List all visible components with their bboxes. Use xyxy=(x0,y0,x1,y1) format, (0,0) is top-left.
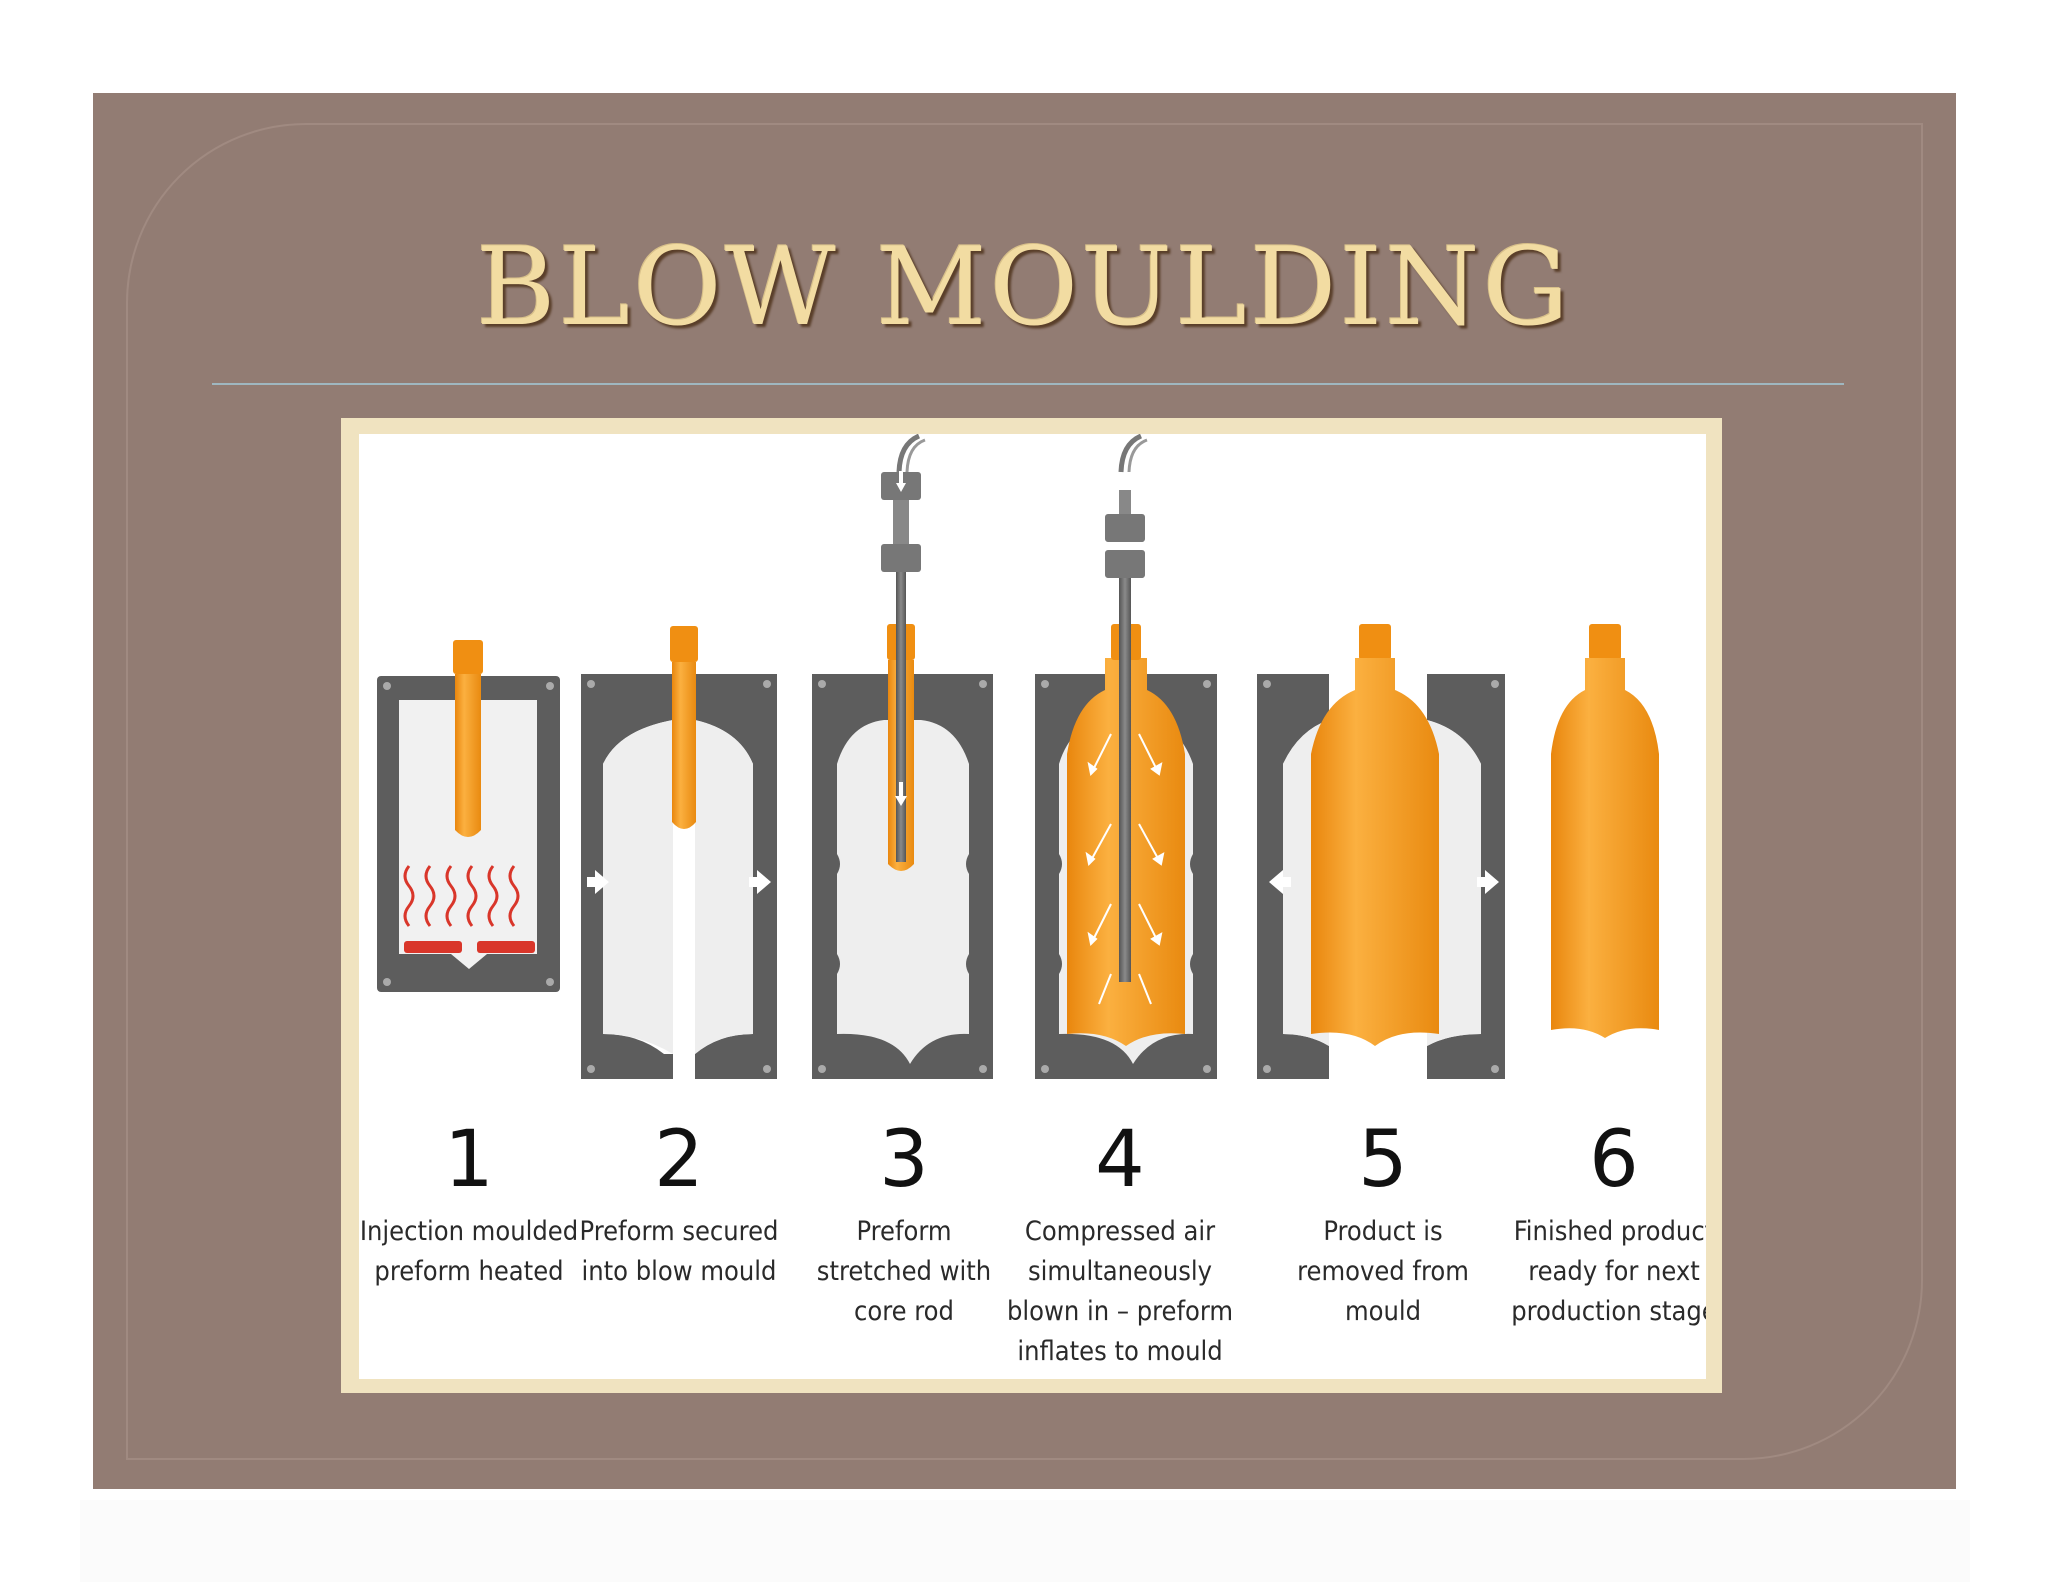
air-flow-arrows-icon xyxy=(1085,733,1165,1005)
arrow-down-icon xyxy=(895,782,907,806)
step-1-caption-line: Injection moulded xyxy=(360,1216,578,1247)
step-5-caption-line: Product is xyxy=(1323,1216,1442,1247)
arrow-right-icon xyxy=(587,870,609,894)
title-divider xyxy=(212,383,1844,385)
heater-icon xyxy=(477,941,535,953)
step-2-caption-line: Preform secured xyxy=(580,1216,779,1247)
step-3-number: 3 xyxy=(879,1115,929,1205)
step-4-number: 4 xyxy=(1095,1115,1145,1205)
air-hose-icon xyxy=(1118,434,1143,473)
step-3-caption-line: stretched with xyxy=(817,1256,991,1287)
step-5-caption-line: mould xyxy=(1345,1296,1421,1327)
step-3-caption-line: core rod xyxy=(854,1296,954,1327)
core-rod-icon xyxy=(1119,578,1131,982)
step-5-number: 5 xyxy=(1358,1115,1408,1205)
arrow-left-icon xyxy=(1269,870,1291,894)
finished-bottle-icon xyxy=(1589,624,1621,660)
arrow-left-icon xyxy=(749,870,771,894)
air-hose-icon xyxy=(896,434,921,473)
step-4-caption-line: inflates to mould xyxy=(1017,1336,1222,1367)
step-6-caption-line: ready for next xyxy=(1528,1256,1700,1287)
preform-icon xyxy=(453,640,483,674)
step-6-number: 6 xyxy=(1589,1115,1639,1205)
rod-clamp-icon xyxy=(1105,514,1145,542)
step-4-illustration xyxy=(1035,434,1217,1079)
step-5-caption-line: removed from xyxy=(1297,1256,1469,1287)
step-3-caption-line: Preform xyxy=(856,1216,951,1247)
core-rod-icon xyxy=(896,572,906,862)
step-labels: 1 Injection moulded preform heated 2 Pre… xyxy=(360,1115,1706,1367)
step-6-caption-line: Finished product xyxy=(1514,1216,1706,1247)
slide-title: BLOW MOULDING xyxy=(476,225,1572,350)
step-6-caption-line: production stage xyxy=(1511,1296,1706,1327)
step-1-illustration xyxy=(377,640,560,992)
arrow-right-icon xyxy=(1477,870,1499,894)
step-4-caption-line: blown in – preform xyxy=(1007,1296,1233,1327)
step-2-number: 2 xyxy=(654,1115,704,1205)
step-4-caption-line: Compressed air xyxy=(1025,1216,1215,1247)
slide-inner-frame xyxy=(126,123,1923,1460)
heater-icon xyxy=(404,941,462,953)
step-2-caption-line: into blow mould xyxy=(582,1256,777,1287)
step-6-illustration xyxy=(1551,624,1659,1038)
preform-icon xyxy=(670,626,698,662)
step-1-number: 1 xyxy=(444,1115,494,1205)
heat-waves-icon xyxy=(403,865,520,927)
step-5-illustration xyxy=(1257,624,1505,1079)
page-footer-area xyxy=(80,1500,1970,1582)
blow-moulding-diagram: 1 Injection moulded preform heated 2 Pre… xyxy=(359,434,1706,1379)
bottle-icon xyxy=(1359,624,1391,660)
step-2-illustration xyxy=(581,626,777,1079)
step-3-illustration xyxy=(812,434,993,1079)
step-1-caption-line: preform heated xyxy=(374,1256,563,1287)
step-4-caption-line: simultaneously xyxy=(1028,1256,1212,1287)
